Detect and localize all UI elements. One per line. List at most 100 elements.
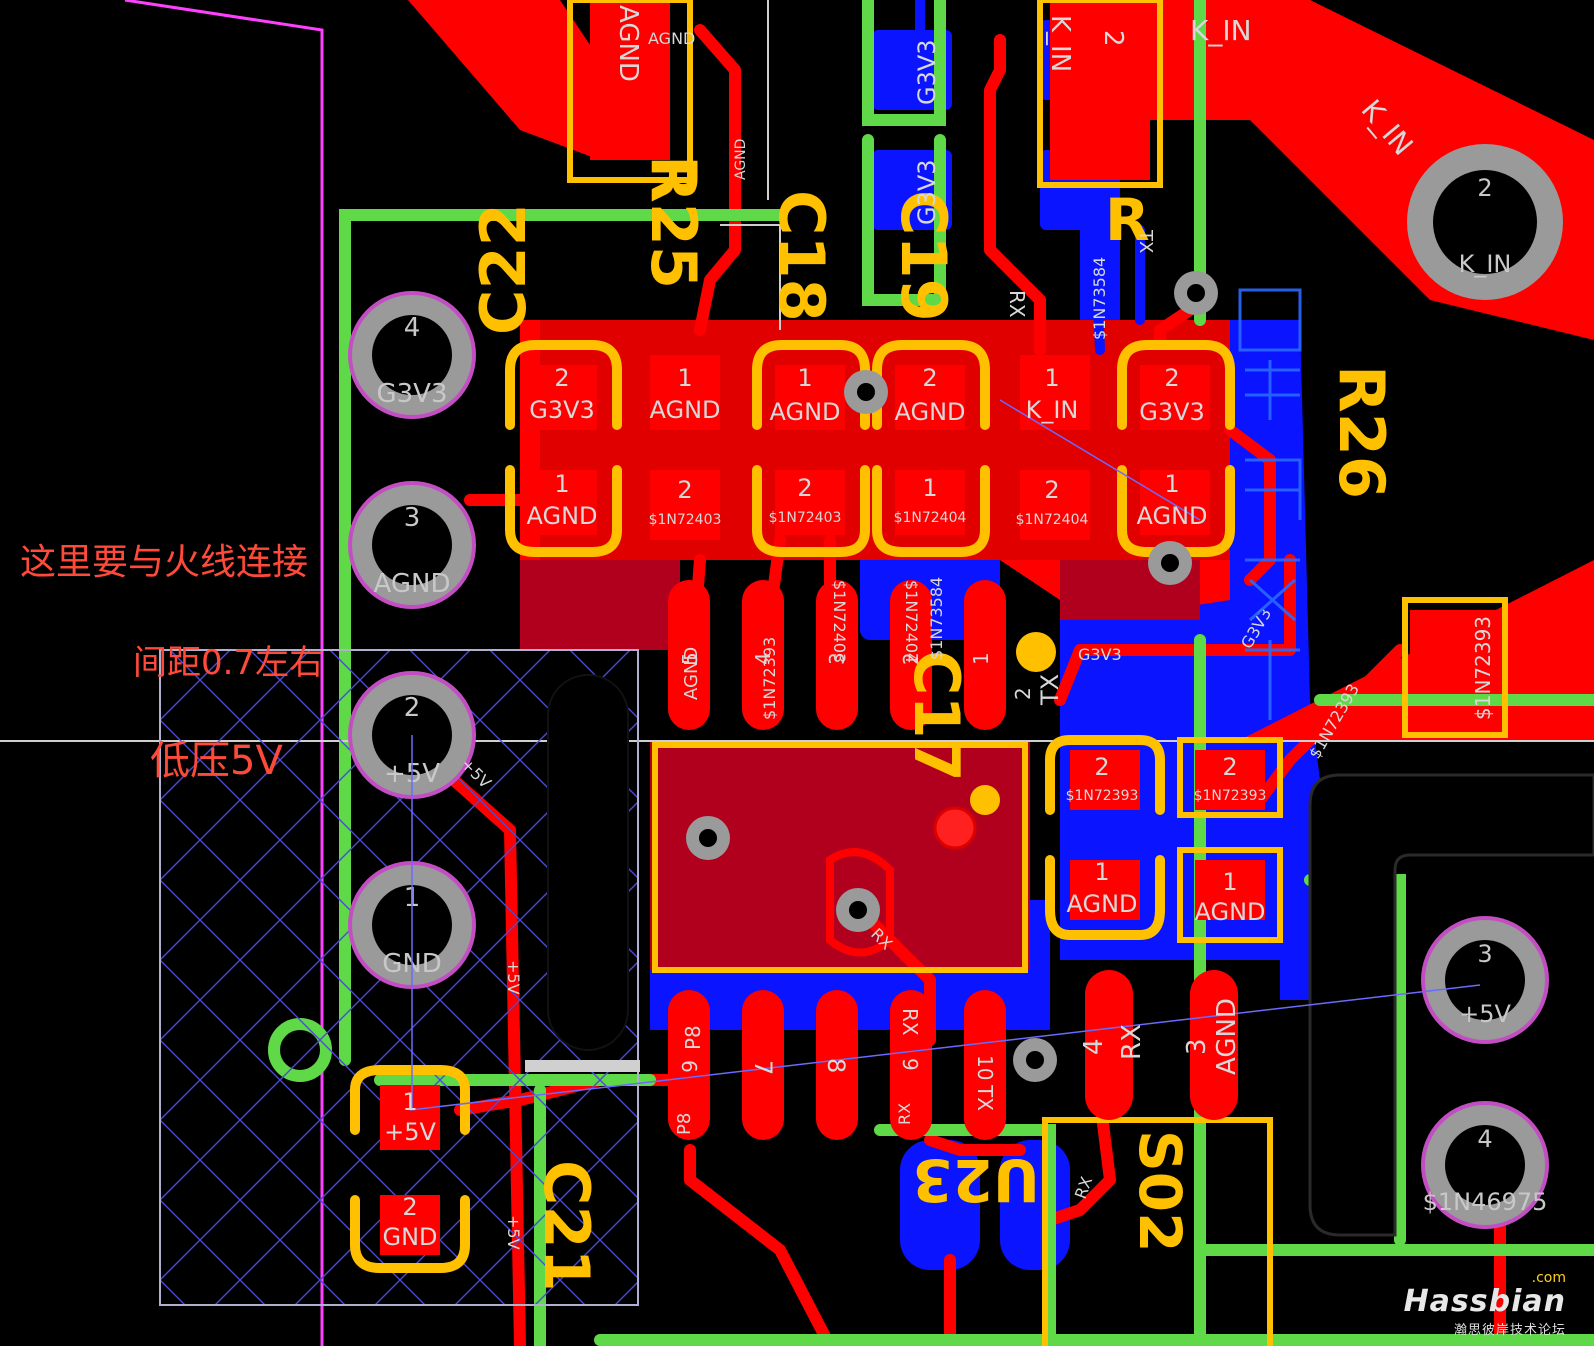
pad-r2-4-num: 1 — [922, 474, 937, 502]
net-rx-bottom: RX — [895, 1103, 914, 1125]
ic-pin-10-num: 10 — [973, 1055, 997, 1080]
ic-pin-2-net: $1N72404 — [902, 580, 921, 663]
hole-kin-net: K_IN — [1459, 250, 1512, 278]
ic-pin-agnd3-net: AGND — [1212, 998, 1242, 1075]
pad-r1-2-net: AGND — [649, 396, 720, 424]
net-n72393-vert: $1N72393 — [1471, 616, 1495, 720]
pad-mid-2-num: 2 — [1222, 753, 1237, 781]
hole-5v-net: +5V — [1459, 1000, 1511, 1028]
ic-pin-5-net: AGND — [681, 647, 702, 700]
ic-pins — [668, 580, 1238, 1140]
net-n73584-vert: $1N73584 — [1090, 257, 1109, 340]
net-pad2-top: 2 — [1098, 30, 1128, 47]
pad-r1-6-num: 2 — [1164, 364, 1179, 392]
pad-r2-2-net: $1N72403 — [649, 512, 722, 528]
pad-mid-2-net: $1N72393 — [1194, 788, 1267, 804]
pad-c21-2-num: 2 — [402, 1193, 417, 1221]
pad-r2-3-num: 2 — [797, 474, 812, 502]
net-kin-top: K_IN — [1190, 14, 1252, 47]
right-hole-labels: 2 K_IN 3 +5V 4 $1N46975 — [1423, 174, 1548, 1216]
ic-pin-8-num: 8 — [822, 1058, 850, 1073]
pad-r2-5-num: 2 — [1044, 476, 1059, 504]
connector-holes — [348, 291, 476, 989]
bottom-tracks — [915, 0, 1145, 355]
connector-pin-3 — [348, 481, 476, 609]
annotation-spacing: 间距0.7左右 — [133, 643, 324, 683]
connector-pin-4 — [348, 291, 476, 419]
pad-r2-1-num: 1 — [554, 470, 569, 498]
designator-c18: C18 — [765, 190, 838, 322]
ic-pin-rx4-num: 4 — [1079, 1038, 1109, 1055]
connector-pin-4-num: 4 — [404, 313, 421, 343]
pad-mid-3-net: AGND — [1066, 890, 1137, 918]
net-tx-upper: TX — [1135, 229, 1156, 253]
watermark: .com Hassbian 瀚思彼岸技术论坛 — [1403, 1270, 1566, 1338]
watermark-subtitle: 瀚思彼岸技术论坛 — [1453, 1323, 1566, 1338]
connector-pin-3-net: AGND — [374, 569, 451, 599]
net-p8: P8 — [674, 1113, 695, 1135]
pad-r1-4-net: AGND — [894, 398, 965, 426]
ic-pin-2-num: 2 — [899, 652, 923, 665]
hole-5v-num: 3 — [1477, 940, 1492, 968]
pad-r2-3-net: $1N72403 — [769, 510, 842, 526]
net-g3v3-right: G3V3 — [1078, 645, 1122, 664]
pad-r2-4-net: $1N72404 — [894, 510, 967, 526]
ic-pin-9-net: RX — [898, 1008, 922, 1036]
right-holes — [1407, 144, 1563, 1229]
net-rx-upper: RX — [1005, 290, 1029, 318]
vias — [844, 271, 1218, 1082]
ic-pin-1-net: $1N73584 — [927, 577, 946, 660]
pad-r2-6-num: 1 — [1164, 470, 1179, 498]
hole-kin-num: 2 — [1477, 174, 1492, 202]
pad-r1-4-num: 2 — [922, 364, 937, 392]
pad-mid-4-num: 1 — [1222, 868, 1237, 896]
pad-mid-3-num: 1 — [1094, 858, 1109, 886]
ic-pin-7-num: 7 — [749, 1060, 777, 1075]
pad-r2-5-net: $1N72404 — [1016, 512, 1089, 528]
pad-r1-5-net: K_IN — [1026, 396, 1079, 424]
pad-r1-3-net: AGND — [769, 398, 840, 426]
ic-pin-tx-num: 2 — [1011, 687, 1035, 700]
slots — [547, 674, 1594, 1237]
net-5v-vert2: +5V — [504, 1215, 523, 1250]
designator-c22: C22 — [467, 203, 540, 335]
pad-labels: 2 G3V3 1 AGND 1 AGND 2 AGND 1 K_IN 2 G3V… — [382, 364, 1266, 1251]
connector-pin-3-num: 3 — [404, 503, 421, 533]
ic-pin-6-num: 6 — [677, 1060, 701, 1073]
pad-mid-1-num: 2 — [1094, 753, 1109, 781]
net-g3v3-c19a: G3V3 — [913, 39, 941, 105]
designator-r26: R26 — [1325, 365, 1398, 499]
net-5v-vert1: +5V — [504, 960, 523, 995]
pad-r1-5-num: 1 — [1044, 364, 1059, 392]
pad-r1-6-net: G3V3 — [1139, 398, 1205, 426]
ic-pin-agnd3-num: 3 — [1182, 1038, 1212, 1055]
designator-c17: C17 — [900, 650, 973, 782]
pad-c21-1-net: +5V — [384, 1118, 436, 1146]
watermark-brand: Hassbian — [1403, 1284, 1566, 1319]
designator-r-partial: R — [1105, 186, 1150, 254]
pad-r2-6-net: AGND — [1136, 502, 1207, 530]
watermark-com: .com — [1531, 1270, 1566, 1286]
connector-pin-4-net: G3V3 — [376, 379, 447, 409]
net-agnd-r25: AGND — [613, 5, 643, 82]
designator-r25: R25 — [637, 155, 710, 289]
pad-r1-1-net: G3V3 — [529, 396, 595, 424]
ic-pin-3-net: $1N72403 — [830, 580, 849, 663]
pad-c21-2-net: GND — [382, 1223, 437, 1251]
net-agnd-trace: AGND — [733, 139, 749, 180]
ic-pin-9-num: 9 — [898, 1058, 922, 1071]
ic-pin-10-net: TX — [973, 1084, 997, 1111]
ic-pin-labels: 5 AGND 4 $1N72393 3 $1N72403 2 $1N72404 … — [677, 577, 1242, 1111]
annotation-live-wire: 这里要与火线连接 — [20, 542, 309, 583]
designator-s02: S02 — [1126, 1130, 1194, 1253]
pad-r2-1-net: AGND — [526, 502, 597, 530]
pad-c21-1-num: 1 — [402, 1088, 417, 1116]
net-g3v3-c19b: G3V3 — [913, 159, 941, 225]
hole-n46975-net: $1N46975 — [1423, 1188, 1548, 1216]
ic-pin-rx4-net: RX — [1117, 1024, 1147, 1060]
smd-pads — [350, 0, 1508, 1346]
designator-u23: U23 — [912, 1146, 1040, 1214]
ratsnest — [409, 399, 1481, 1111]
ic-pin-4-net: $1N72393 — [760, 637, 779, 720]
